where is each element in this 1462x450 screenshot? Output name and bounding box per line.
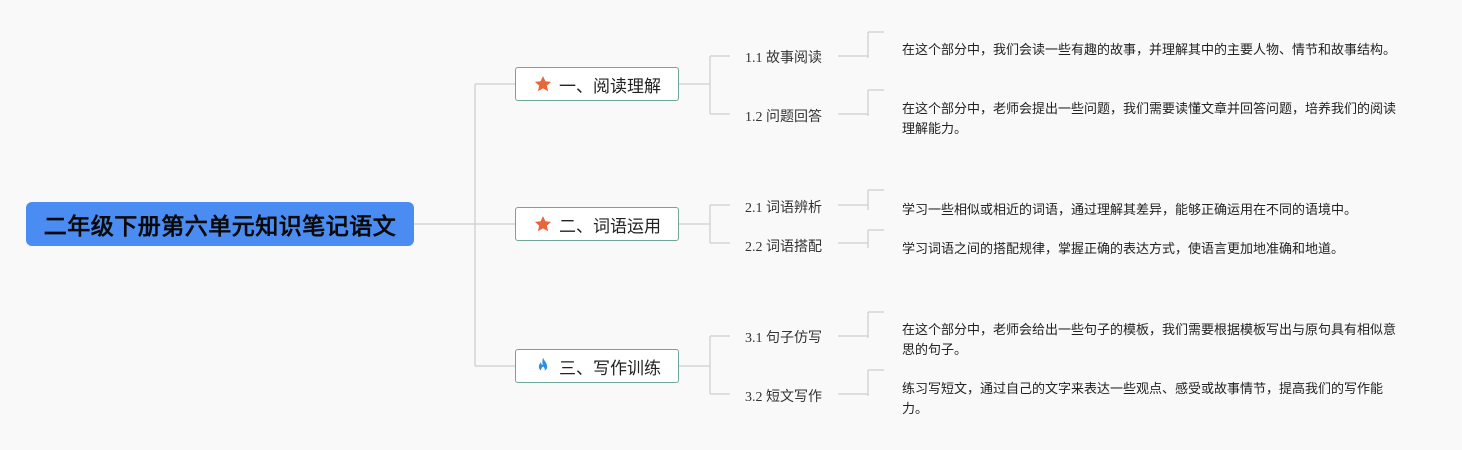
desc-short-essay: 练习写短文，通过自己的文字来表达一些观点、感受或故事情节，提高我们的写作能力。 (902, 382, 1384, 417)
star-icon (533, 74, 553, 94)
subtopic-word-collocation[interactable]: 2.2 词语搭配 (745, 240, 822, 255)
topic-reading-comprehension[interactable]: 一、阅读理解 (515, 67, 679, 101)
subtopic-question-answering[interactable]: 1.2 问题回答 (745, 110, 822, 125)
root-node[interactable]: 二年级下册第六单元知识笔记语文 (26, 202, 414, 246)
topic-label: 二、词语运用 (559, 216, 661, 237)
topic-writing-training[interactable]: 三、写作训练 (515, 349, 679, 383)
star-icon (533, 214, 553, 234)
desc-story-reading: 在这个部分中，我们会读一些有趣的故事，并理解其中的主要人物、情节和故事结构。 (902, 43, 1397, 58)
flame-icon (533, 356, 553, 376)
root-title: 二年级下册第六单元知识笔记语文 (43, 214, 397, 240)
subtopic-short-essay[interactable]: 3.2 短文写作 (745, 390, 822, 405)
topic-word-usage[interactable]: 二、词语运用 (515, 207, 679, 241)
desc-word-discrimination: 学习一些相似或相近的词语，通过理解其差异，能够正确运用在不同的语境中。 (902, 203, 1358, 218)
subtopic-sentence-imitation[interactable]: 3.1 句子仿写 (745, 331, 822, 346)
topic-label: 三、写作训练 (559, 358, 661, 379)
desc-question-answering: 在这个部分中，老师会提出一些问题，我们需要读懂文章并回答问题，培养我们的阅读理解… (902, 102, 1397, 137)
subtopic-story-reading[interactable]: 1.1 故事阅读 (745, 51, 822, 66)
desc-sentence-imitation: 在这个部分中，老师会给出一些句子的模板，我们需要根据模板写出与原句具有相似意思的… (902, 323, 1397, 358)
topic-label: 一、阅读理解 (559, 76, 661, 97)
subtopic-word-discrimination[interactable]: 2.1 词语辨析 (745, 201, 822, 216)
desc-word-collocation: 学习词语之间的搭配规律，掌握正确的表达方式，使语言更加地准确和地道。 (902, 242, 1345, 257)
